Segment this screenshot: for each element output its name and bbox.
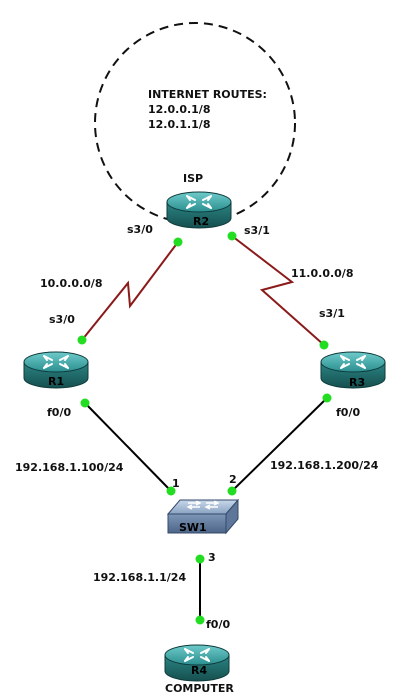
network-r3-lan: 192.168.1.200/24 bbox=[270, 459, 379, 472]
interface-r2-s3-0: s3/0 bbox=[127, 223, 153, 236]
serial-link-r2-r3[interactable] bbox=[231, 235, 325, 346]
interface-r1-f0-0: f0/0 bbox=[47, 406, 72, 419]
isp-caption: ISP bbox=[183, 172, 204, 185]
port-dot-r2-s3-1[interactable] bbox=[227, 231, 237, 241]
port-dot-r4-f0-0[interactable] bbox=[195, 615, 205, 625]
internet-route-2: 12.0.1.1/8 bbox=[148, 118, 211, 131]
internet-route-1: 12.0.0.1/8 bbox=[148, 103, 211, 116]
interface-r4-f0-0: f0/0 bbox=[206, 618, 231, 631]
port-dot-sw1-1[interactable] bbox=[166, 486, 176, 496]
network-left-serial: 10.0.0.0/8 bbox=[40, 277, 103, 290]
port-dot-sw1-2[interactable] bbox=[227, 486, 237, 496]
network-right-serial: 11.0.0.0/8 bbox=[291, 267, 354, 280]
serial-link-r2-r1[interactable] bbox=[81, 241, 179, 341]
internet-routes-title: INTERNET ROUTES: bbox=[148, 88, 267, 101]
switch-sw1[interactable] bbox=[166, 498, 240, 535]
port-dot-r3-f0-0[interactable] bbox=[322, 393, 332, 403]
interface-r2-s3-1: s3/1 bbox=[244, 224, 270, 237]
ethernet-link-r3-sw1[interactable] bbox=[231, 397, 328, 492]
switch-sw1-label: SW1 bbox=[179, 521, 207, 534]
switch-port-2-label: 2 bbox=[229, 473, 237, 486]
interface-r1-s3-0: s3/0 bbox=[49, 313, 75, 326]
router-r3-label: R3 bbox=[349, 376, 366, 389]
internet-routes-block: INTERNET ROUTES: 12.0.0.1/8 12.0.1.1/8 bbox=[148, 87, 267, 132]
port-dot-sw1-3[interactable] bbox=[195, 554, 205, 564]
interface-r3-f0-0: f0/0 bbox=[336, 406, 361, 419]
switch-port-1-label: 1 bbox=[172, 477, 180, 490]
router-r2-label: R2 bbox=[193, 215, 210, 228]
interface-r3-s3-1: s3/1 bbox=[319, 307, 345, 320]
network-r4-lan: 192.168.1.1/24 bbox=[93, 571, 187, 584]
port-dot-r1-f0-0[interactable] bbox=[80, 398, 90, 408]
switch-port-3-label: 3 bbox=[208, 551, 216, 564]
router-r1-label: R1 bbox=[48, 375, 65, 388]
port-dot-r1-s3-0[interactable] bbox=[77, 335, 87, 345]
network-r1-lan: 192.168.1.100/24 bbox=[15, 461, 124, 474]
ethernet-link-r1-sw1[interactable] bbox=[84, 402, 172, 492]
port-dot-r2-s3-0[interactable] bbox=[173, 237, 183, 247]
port-dot-r3-s3-1[interactable] bbox=[319, 340, 329, 350]
router-r4-label: R4 bbox=[191, 664, 208, 677]
